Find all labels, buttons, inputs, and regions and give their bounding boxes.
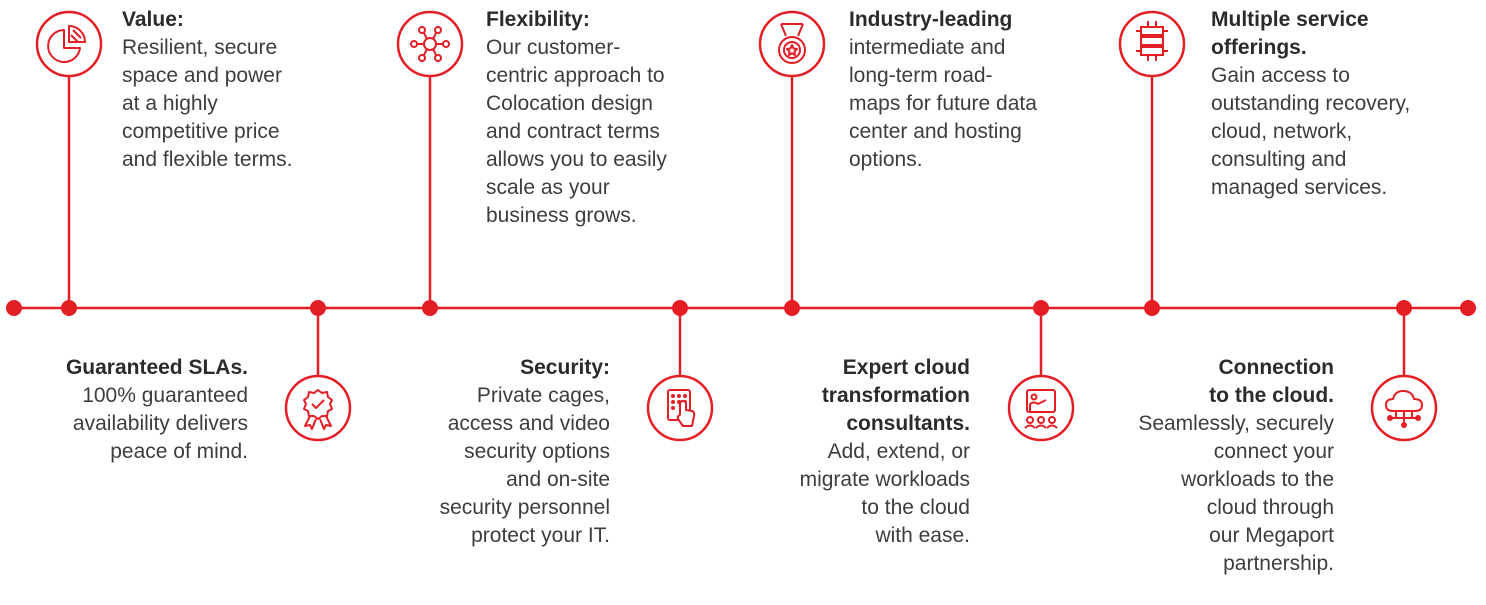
medal-icon — [778, 23, 806, 64]
expert-cloud-body-line: migrate workloads — [799, 468, 970, 491]
guaranteed-slas-body-line: availability delivers — [72, 412, 248, 435]
award-badge-icon — [303, 389, 333, 430]
connection-body-line: partnership. — [1223, 552, 1334, 575]
multiple-services-block: Multiple service offerings. Gain access … — [1211, 6, 1410, 202]
multiple-services-title: Multiple service — [1211, 8, 1369, 31]
industry-leading-block: Industry-leading intermediate and long-t… — [849, 6, 1037, 174]
expert-cloud-body-line: with ease. — [875, 524, 970, 547]
guaranteed-slas-body-line: peace of mind. — [110, 440, 248, 463]
bottom-node-expert-cloud — [1007, 300, 1075, 442]
multiple-services-body-line: outstanding recovery, — [1211, 92, 1411, 115]
industry-leading-body-line: options. — [849, 148, 923, 171]
connection-body-line: connect your — [1213, 440, 1334, 463]
guaranteed-slas-block: Guaranteed SLAs. 100% guaranteed availab… — [66, 354, 248, 466]
top-node-value — [35, 10, 103, 316]
security-block: Security: Private cages, access and vide… — [440, 354, 610, 550]
expert-cloud-title: transformation — [821, 384, 970, 407]
presenter-team-icon — [1024, 389, 1058, 429]
cloud-network-icon — [1385, 390, 1423, 428]
expert-cloud-block: Expert cloud transformation consultants.… — [800, 354, 970, 550]
bottom-node-guaranteed-slas — [284, 300, 352, 442]
industry-leading-body-line: intermediate and — [849, 36, 1006, 59]
connection-body-line: cloud through — [1206, 496, 1334, 519]
flexibility-block: Flexibility: Our customer- centric appro… — [486, 6, 667, 230]
security-body-line: protect your IT. — [471, 524, 610, 547]
industry-leading-body-line: maps for future data — [849, 92, 1037, 115]
flexibility-body-line: Our customer- — [486, 36, 621, 59]
industry-leading-body-line: center and hosting — [849, 120, 1022, 143]
flexibility-body-line: business grows. — [486, 204, 637, 227]
security-body-line: access and video — [447, 412, 610, 435]
keypad-touch-icon — [667, 389, 696, 427]
bottom-node-security — [646, 300, 714, 442]
expert-cloud-body-line: to the cloud — [861, 496, 970, 519]
connection-title: to the cloud. — [1209, 384, 1334, 407]
security-body-line: and on-site — [506, 468, 610, 491]
pie-chart-icon — [47, 25, 86, 63]
flexibility-body-line: scale as your — [486, 176, 610, 199]
flexibility-body-line: centric approach to — [486, 64, 665, 87]
multiple-services-body-line: Gain access to — [1211, 64, 1350, 87]
timeline-start-dot — [6, 300, 22, 316]
value-body-line: Resilient, secure — [122, 36, 278, 59]
guaranteed-slas-title: Guaranteed SLAs. — [65, 356, 248, 379]
expert-cloud-body-line: Add, extend, or — [827, 440, 970, 463]
security-title: Security: — [520, 356, 610, 379]
multiple-services-body-line: cloud, network, — [1211, 120, 1353, 143]
value-body-line: space and power — [122, 64, 282, 87]
guaranteed-slas-body-line: 100% guaranteed — [82, 384, 248, 407]
server-rack-icon — [1136, 21, 1168, 61]
connection-body-line: our Megaport — [1209, 524, 1334, 547]
top-node-flexibility — [396, 10, 464, 316]
top-node-industry-leading — [758, 10, 826, 316]
multiple-services-title: offerings. — [1211, 36, 1307, 59]
security-body-line: security personnel — [439, 496, 610, 519]
timeline-end-dot — [1460, 300, 1476, 316]
connection-title: Connection — [1218, 356, 1335, 379]
flexibility-body-line: Colocation design — [486, 92, 653, 115]
top-node-multiple-services — [1118, 10, 1186, 316]
connection-body-line: Seamlessly, securely — [1138, 412, 1334, 435]
expert-cloud-title: consultants. — [846, 412, 970, 435]
value-body-line: and flexible terms. — [122, 148, 293, 171]
value-body-line: at a highly — [122, 92, 218, 115]
security-body-line: Private cages, — [476, 384, 610, 407]
multiple-services-body-line: managed services. — [1211, 176, 1388, 199]
connection-block: Connection to the cloud. Seamlessly, sec… — [1138, 354, 1334, 578]
value-block: Value: Resilient, secure space and power… — [122, 6, 292, 174]
bottom-node-connection — [1370, 300, 1438, 442]
value-body-line: competitive price — [122, 120, 280, 143]
flexibility-body-line: and contract terms — [486, 120, 660, 143]
industry-leading-body-line: long-term road- — [849, 64, 993, 87]
value-title: Value: — [122, 8, 184, 31]
industry-leading-title: Industry-leading — [849, 8, 1013, 31]
network-hub-icon — [410, 26, 450, 62]
flexibility-body-line: allows you to easily — [486, 148, 667, 171]
expert-cloud-title: Expert cloud — [842, 356, 970, 379]
security-body-line: security options — [464, 440, 610, 463]
flexibility-title: Flexibility: — [486, 8, 590, 31]
connection-body-line: workloads to the — [1181, 468, 1334, 491]
multiple-services-body-line: consulting and — [1211, 148, 1347, 171]
